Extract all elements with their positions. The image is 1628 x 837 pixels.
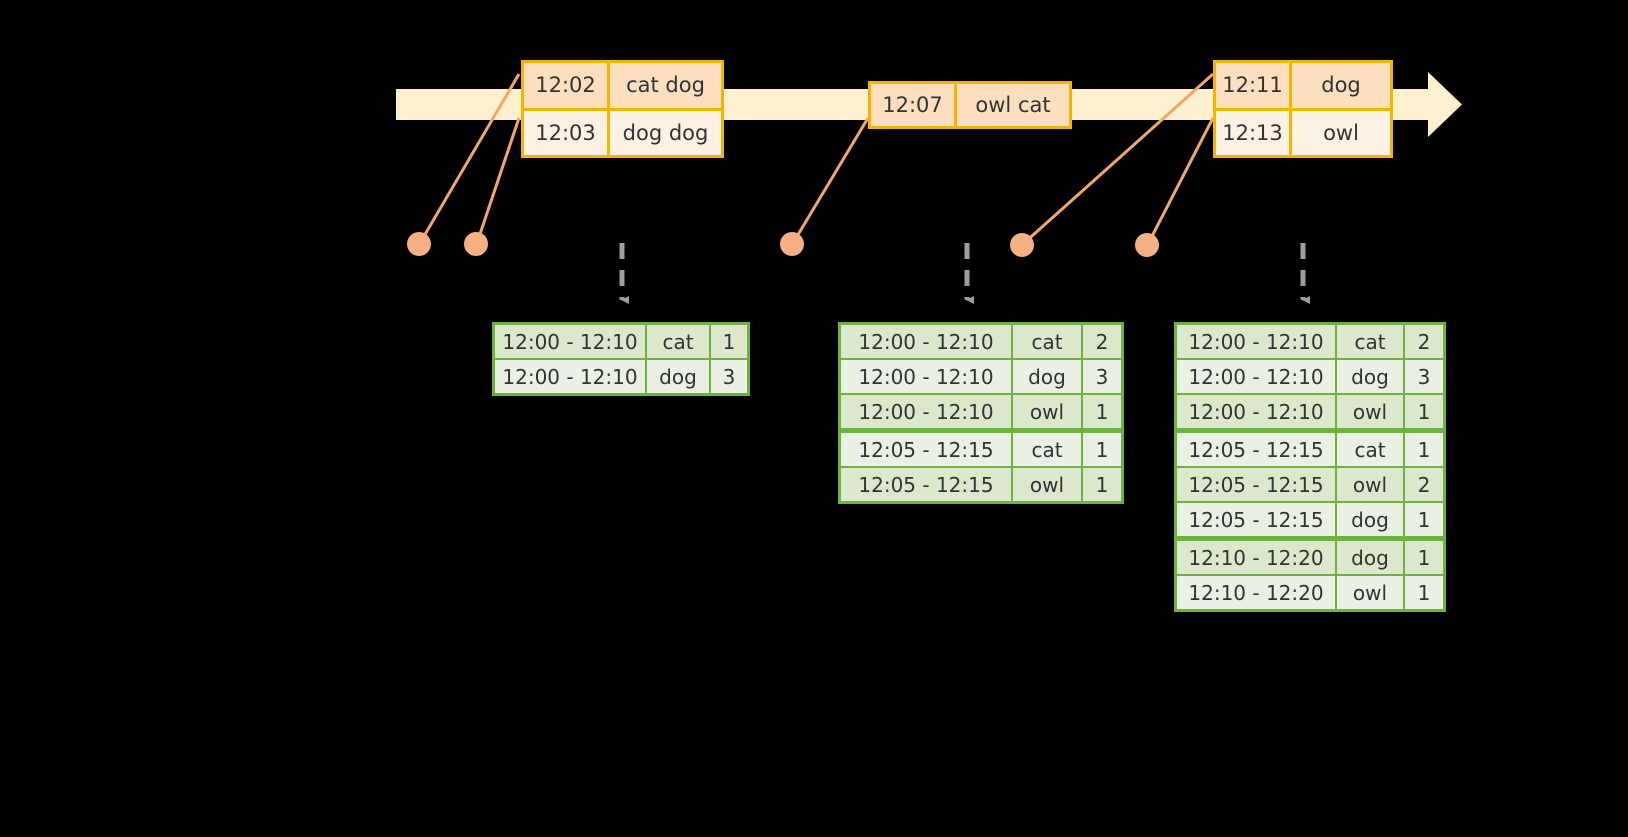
cell-count: 1 — [1405, 541, 1443, 574]
dot-1 — [407, 232, 431, 256]
event-words: owl cat — [957, 84, 1069, 126]
cell-count: 1 — [1405, 395, 1443, 428]
event-row: 12:03 dog dog — [524, 107, 721, 155]
cell-window: 12:10 - 12:20 — [1177, 541, 1335, 574]
dot-2 — [464, 232, 488, 256]
event-group-3[interactable]: 12:11 dog 12:13 owl — [1213, 60, 1393, 158]
cell-window: 12:05 - 12:15 — [1177, 468, 1335, 501]
cell-count: 3 — [1405, 360, 1443, 393]
event-group-2[interactable]: 12:07 owl cat — [868, 81, 1072, 129]
processing-time-dots — [407, 232, 1159, 257]
cell-window: 12:00 - 12:10 — [841, 360, 1011, 393]
cell-window: 12:00 - 12:10 — [841, 395, 1011, 428]
cell-count: 1 — [1405, 503, 1443, 536]
dot-3 — [780, 232, 804, 256]
connector-line-5 — [1146, 117, 1215, 245]
cell-window: 12:05 - 12:15 — [841, 468, 1011, 501]
cell-key: dog — [1337, 360, 1403, 393]
cell-key: dog — [1337, 503, 1403, 536]
cell-count: 1 — [711, 325, 747, 358]
cell-count: 1 — [1405, 576, 1443, 609]
dot-4 — [1010, 233, 1034, 257]
event-time: 12:13 — [1216, 110, 1292, 155]
event-time: 12:02 — [524, 63, 610, 108]
cell-window: 12:00 - 12:10 — [495, 360, 645, 393]
cell-count: 3 — [1083, 360, 1121, 393]
cell-window: 12:10 - 12:20 — [1177, 576, 1335, 609]
event-group-1[interactable]: 12:02 cat dog 12:03 dog dog — [521, 60, 724, 158]
event-time: 12:03 — [524, 110, 610, 155]
event-words: cat dog — [610, 63, 721, 108]
event-row: 12:07 owl cat — [871, 84, 1069, 126]
cell-key: owl — [1337, 576, 1403, 609]
dot-5 — [1135, 233, 1159, 257]
event-words: dog dog — [610, 110, 721, 155]
cell-key: cat — [1013, 433, 1081, 466]
cell-count: 2 — [1405, 325, 1443, 358]
cell-key: cat — [1337, 433, 1403, 466]
connector-line-1 — [418, 73, 521, 244]
connector-line-2 — [475, 117, 521, 244]
cell-window: 12:00 - 12:10 — [841, 325, 1011, 358]
cell-key: owl — [1337, 468, 1403, 501]
cell-window: 12:00 - 12:10 — [1177, 325, 1335, 358]
cell-window: 12:00 - 12:10 — [1177, 360, 1335, 393]
event-words: dog — [1292, 63, 1390, 108]
cell-key: cat — [1337, 325, 1403, 358]
connector-line-3 — [791, 117, 870, 244]
cell-window: 12:00 - 12:10 — [495, 325, 645, 358]
cell-key: dog — [1337, 541, 1403, 574]
cell-count: 1 — [1083, 433, 1121, 466]
cell-window: 12:05 - 12:15 — [1177, 433, 1335, 466]
cell-key: dog — [647, 360, 709, 393]
cell-count: 1 — [1083, 468, 1121, 501]
cell-count: 1 — [1083, 395, 1121, 428]
cell-window: 12:00 - 12:10 — [1177, 395, 1335, 428]
event-row: 12:11 dog — [1216, 63, 1390, 108]
cell-key: cat — [647, 325, 709, 358]
event-row: 12:13 owl — [1216, 107, 1390, 155]
cell-count: 3 — [711, 360, 747, 393]
cell-window: 12:05 - 12:15 — [1177, 503, 1335, 536]
event-time: 12:11 — [1216, 63, 1292, 108]
event-time: 12:07 — [871, 84, 957, 126]
emit-arrows — [619, 243, 1310, 304]
cell-count: 2 — [1405, 468, 1443, 501]
event-row: 12:02 cat dog — [524, 63, 721, 108]
cell-key: owl — [1337, 395, 1403, 428]
cell-key: cat — [1013, 325, 1081, 358]
cell-count: 1 — [1405, 433, 1443, 466]
cell-window: 12:05 - 12:15 — [841, 433, 1011, 466]
cell-key: owl — [1013, 468, 1081, 501]
cell-count: 2 — [1083, 325, 1121, 358]
event-words: owl — [1292, 110, 1390, 155]
cell-key: owl — [1013, 395, 1081, 428]
cell-key: dog — [1013, 360, 1081, 393]
